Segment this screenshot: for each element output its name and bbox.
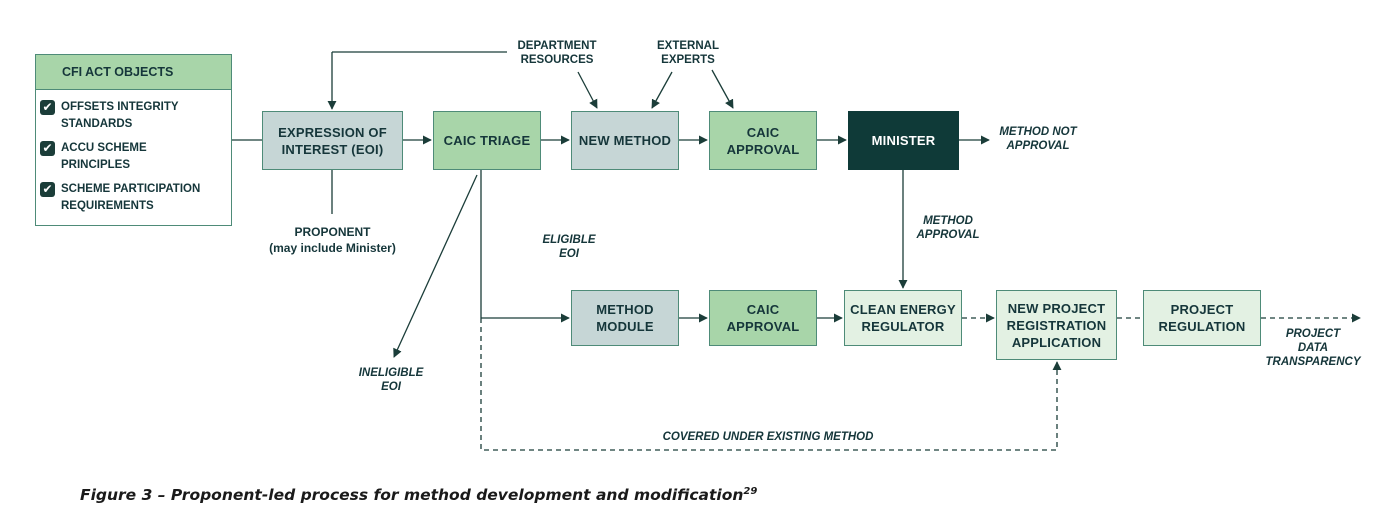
checkbox-icon: ✔ bbox=[40, 100, 55, 115]
checkbox-icon: ✔ bbox=[40, 182, 55, 197]
node-expression-of-interest[interactable]: EXPRESSION OF INTEREST (EOI) bbox=[262, 111, 403, 170]
legend-item-label: SCHEME PARTICIPATION REQUIREMENTS bbox=[61, 183, 201, 212]
legend-item: ✔ SCHEME PARTICIPATION REQUIREMENTS bbox=[40, 181, 231, 215]
cfi-act-objects-panel: CFI ACT OBJECTS ✔ OFFSETS INTEGRITY STAN… bbox=[35, 54, 232, 226]
arrow-department bbox=[577, 71, 598, 109]
arrow-experts-caic bbox=[711, 69, 734, 109]
node-caic-triage[interactable]: CAIC TRIAGE bbox=[433, 111, 541, 170]
caption-footnote: 29 bbox=[743, 486, 758, 497]
arrow-experts-newmethod bbox=[651, 71, 673, 109]
caption-text: Figure 3 – Proponent-led process for met… bbox=[80, 486, 744, 505]
node-new-method[interactable]: NEW METHOD bbox=[571, 111, 679, 170]
label-method-not-approval: METHOD NOT APPROVAL bbox=[999, 126, 1077, 152]
node-caic-approval-top[interactable]: CAIC APPROVAL bbox=[709, 111, 817, 170]
node-clean-energy-regulator[interactable]: CLEAN ENERGY REGULATOR bbox=[844, 290, 962, 346]
checkbox-icon: ✔ bbox=[40, 141, 55, 156]
label-eligible-eoi: ELIGIBLE EOI bbox=[542, 234, 596, 260]
label-proponent: PROPONENT bbox=[294, 225, 371, 239]
label-external-experts: EXTERNAL EXPERTS bbox=[657, 40, 719, 66]
node-minister[interactable]: MINISTER bbox=[848, 111, 959, 170]
node-project-regulation[interactable]: PROJECT REGULATION bbox=[1143, 290, 1261, 346]
label-method-approval: METHOD APPROVAL bbox=[916, 215, 980, 241]
legend-item-label: OFFSETS INTEGRITY STANDARDS bbox=[61, 101, 179, 130]
arrow-ineligible bbox=[393, 174, 478, 358]
label-covered-existing-method: COVERED UNDER EXISTING METHOD bbox=[662, 431, 874, 443]
legend-item-label: ACCU SCHEME PRINCIPLES bbox=[61, 142, 147, 171]
label-project-data-transparency: PROJECT DATA TRANSPARENCY bbox=[1265, 328, 1361, 368]
legend-item: ✔ ACCU SCHEME PRINCIPLES bbox=[40, 140, 231, 174]
label-proponent-note: (may include Minister) bbox=[269, 241, 396, 255]
node-method-module[interactable]: METHOD MODULE bbox=[571, 290, 679, 346]
legend-item: ✔ OFFSETS INTEGRITY STANDARDS bbox=[40, 99, 231, 133]
figure-caption: Figure 3 – Proponent-led process for met… bbox=[80, 486, 757, 504]
label-ineligible-eoi: INELIGIBLE EOI bbox=[358, 367, 424, 393]
legend-title: CFI ACT OBJECTS bbox=[36, 55, 231, 90]
node-new-project-registration[interactable]: NEW PROJECT REGISTRATION APPLICATION bbox=[996, 290, 1117, 360]
node-caic-approval-bottom[interactable]: CAIC APPROVAL bbox=[709, 290, 817, 346]
arrow-covered-existing bbox=[480, 318, 1062, 451]
label-department-resources: DEPARTMENT RESOURCES bbox=[517, 40, 597, 66]
